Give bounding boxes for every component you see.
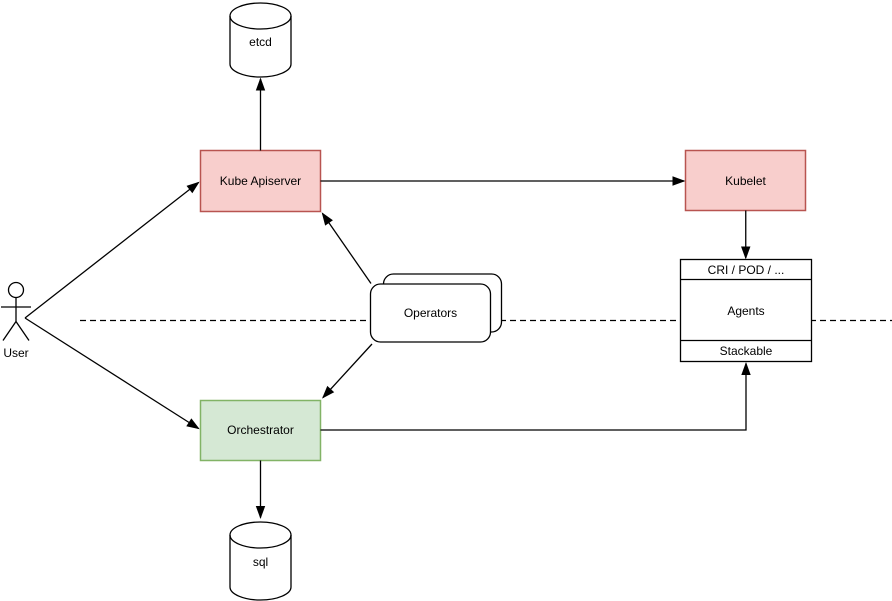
agent-stack-row-cri: CRI / POD / ... (708, 263, 785, 277)
user-actor-head (7, 281, 25, 299)
edge-user-to-orchestrator (24, 317, 200, 430)
node-user: User (1, 281, 31, 360)
kube-apiserver-label: Kube Apiserver (220, 174, 301, 188)
etcd-database-cylinder-icon (229, 2, 292, 78)
sql-cylinder-lip (229, 534, 292, 549)
etcd-label: etcd (249, 35, 272, 49)
operators-label: Operators (404, 306, 457, 320)
edge-operators-to-kube-apiserver (321, 212, 372, 284)
edge-orchestrator-to-stackable (320, 362, 751, 431)
edge-operators-to-orchestrator (322, 343, 373, 399)
sql-database-cylinder-icon (229, 521, 292, 601)
node-orchestrator: Orchestrator (199, 399, 322, 462)
agent-stack-row-stackable: Stackable (720, 344, 773, 358)
node-kube-apiserver: Kube Apiserver (199, 149, 322, 213)
edge-user-to-kube-apiserver (24, 181, 200, 319)
kubelet-label: Kubelet (725, 174, 766, 188)
orchestrator-box (199, 399, 322, 462)
node-sql: sql (229, 521, 292, 601)
node-operators: Operators (369, 273, 503, 343)
node-kubelet: Kubelet (684, 149, 807, 212)
agent-stack-box (679, 258, 813, 363)
node-etcd: etcd (229, 2, 292, 78)
user-label: User (3, 346, 28, 360)
sql-label: sql (253, 555, 268, 569)
orchestrator-label: Orchestrator (227, 423, 294, 437)
edges (24, 77, 751, 519)
node-agent-stack: CRI / POD / ... Agents Stackable (679, 258, 813, 363)
agent-stack-row-agents: Agents (727, 304, 764, 318)
etcd-cylinder-lip (229, 15, 292, 30)
operators-front-card (369, 283, 492, 343)
user-actor-body-icon (1, 297, 31, 341)
